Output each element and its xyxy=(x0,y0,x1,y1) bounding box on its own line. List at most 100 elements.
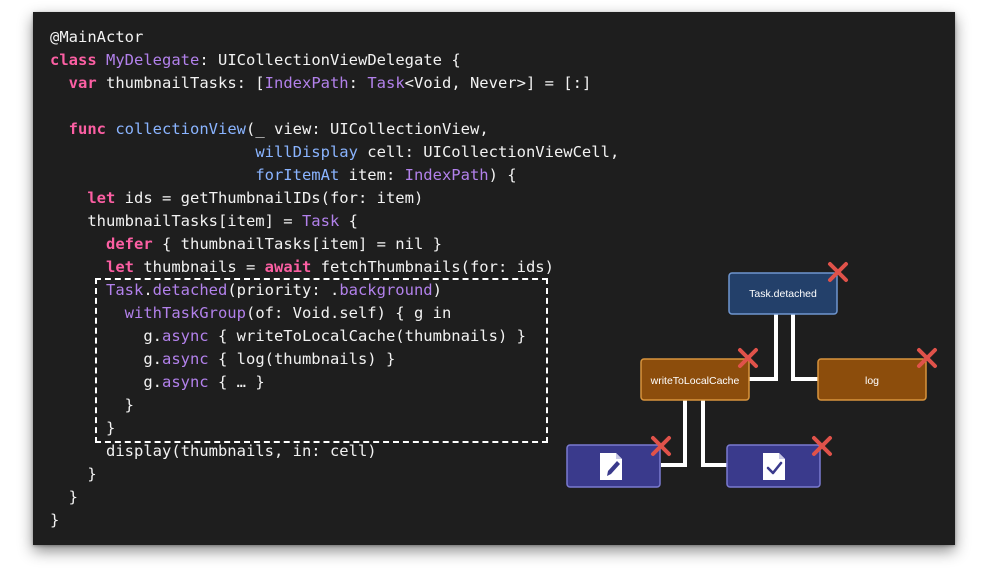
type-name: IndexPath xyxy=(404,166,489,184)
text: item: xyxy=(339,166,405,184)
code-line-17: } xyxy=(50,394,134,417)
log-label: log xyxy=(865,375,879,387)
code-line-13: withTaskGroup(of: Void.self) { g in xyxy=(50,302,452,325)
text: : xyxy=(199,51,219,69)
text: cell: xyxy=(357,143,424,161)
code-line-10: defer { thumbnailTasks[item] = nil } xyxy=(50,233,442,256)
text: } xyxy=(50,511,60,529)
text: ) xyxy=(432,281,442,299)
method-name: async xyxy=(161,327,209,345)
text: . xyxy=(143,281,153,299)
slide: @MainActor class MyDelegate: UICollectio… xyxy=(33,12,955,545)
code-line-21: } xyxy=(50,486,78,509)
text: , xyxy=(479,120,489,138)
type-name: Task xyxy=(106,281,144,299)
code-line-3: var thumbnailTasks: [IndexPath: Task<Voi… xyxy=(50,72,592,95)
code-line-1: @MainActor xyxy=(50,26,143,49)
protocol-name: UICollectionViewDelegate xyxy=(218,51,442,69)
code-line-15: g.async { log(thumbnails) } xyxy=(50,348,395,371)
class-name: MyDelegate xyxy=(106,51,200,69)
argument-label: willDisplay xyxy=(255,143,358,161)
leaf-node-checkmark-document xyxy=(726,444,821,488)
cancel-x-icon xyxy=(828,262,848,282)
task-detached-node: Task.detached xyxy=(728,272,838,315)
write-to-local-cache-node-box xyxy=(640,358,750,401)
method-name: detached xyxy=(152,281,228,299)
text: } xyxy=(50,465,97,483)
text: ids = getThumbnailIDs(for: item) xyxy=(115,189,424,207)
cancel-x-icon xyxy=(738,348,758,368)
keyword: var xyxy=(68,74,97,92)
detached-task-highlight-box xyxy=(95,278,548,443)
function-name: withTaskGroup xyxy=(124,304,246,322)
text: thumbnailTasks[item] = xyxy=(50,212,302,230)
text: { writeToLocalCache(thumbnails) } xyxy=(208,327,526,345)
code-line-19: display(thumbnails, in: cell) xyxy=(50,440,377,463)
argument-label: forItemAt xyxy=(255,166,340,184)
keyword: let xyxy=(87,189,116,207)
text: , xyxy=(609,143,620,161)
connector-write-leaf1 xyxy=(661,400,687,467)
text: thumbnailTasks: [ xyxy=(96,74,265,92)
type-name: UICollectionView xyxy=(330,120,480,138)
text: g. xyxy=(50,327,162,345)
enum-case: background xyxy=(339,281,433,299)
type-name: Task xyxy=(301,212,340,230)
keyword: func xyxy=(68,120,106,138)
keyword: defer xyxy=(106,235,153,253)
text: thumbnails = xyxy=(134,258,265,276)
task-detached-label: Task.detached xyxy=(749,288,817,300)
type-name: IndexPath xyxy=(264,74,349,92)
code-line-22: } xyxy=(50,509,59,532)
code-line-18: } xyxy=(50,417,115,440)
connector-detached-log xyxy=(791,312,819,381)
text: <Void, Never>] = [:] xyxy=(404,74,592,92)
cancel-x-icon xyxy=(651,436,671,456)
keyword: let xyxy=(106,258,134,276)
text: : xyxy=(348,74,368,92)
type-name: UICollectionViewCell xyxy=(423,143,610,161)
write-to-local-cache-label: writeToLocalCache xyxy=(650,375,740,387)
code-line-8: let ids = getThumbnailIDs(for: item) xyxy=(50,187,423,210)
task-tree-diagram: Task.detached writeToLocalCache log xyxy=(566,262,937,488)
code-line-7: forItemAt item: IndexPath) { xyxy=(50,164,517,187)
code-line-11: let thumbnails = await fetchThumbnails(f… xyxy=(50,256,554,279)
text: { xyxy=(441,51,461,69)
code-line-6: willDisplay cell: UICollectionViewCell, xyxy=(50,141,619,164)
connector-lines xyxy=(661,312,819,467)
code-line-20: } xyxy=(50,463,97,486)
attribute-mainactor: @MainActor xyxy=(50,28,144,46)
keyword: class xyxy=(50,51,97,69)
text: (of: Void.self) { g in xyxy=(245,304,452,322)
text: fetchThumbnails(for: ids) xyxy=(311,258,554,276)
task-detached-node-box xyxy=(728,272,838,315)
checkmark-document-icon xyxy=(763,453,785,480)
text: g. xyxy=(50,373,162,391)
text: ) { xyxy=(488,166,517,184)
log-node: log xyxy=(817,358,927,401)
pencil-document-icon xyxy=(600,453,622,480)
cancel-x-icon xyxy=(917,348,937,368)
text: } xyxy=(50,419,116,437)
keyword: await xyxy=(264,258,312,276)
text: { log(thumbnails) } xyxy=(208,350,396,368)
text: (_ view: xyxy=(246,120,330,138)
text: display(thumbnails, in: cell) xyxy=(50,442,377,460)
text: (priority: . xyxy=(227,281,340,299)
connector-detached-write xyxy=(748,312,778,381)
log-node-box xyxy=(817,358,927,401)
method-name: collectionView xyxy=(115,120,246,138)
code-line-9: thumbnailTasks[item] = Task { xyxy=(50,210,358,233)
text: g. xyxy=(50,350,162,368)
text: } xyxy=(50,396,134,414)
leaf-node-pencil-document xyxy=(566,444,661,488)
code-line-16: g.async { … } xyxy=(50,371,265,394)
method-name: async xyxy=(161,350,209,368)
text: } xyxy=(50,488,78,506)
method-name: async xyxy=(161,373,209,391)
code-line-12: Task.detached(priority: .background) xyxy=(50,279,442,302)
write-to-local-cache-node: writeToLocalCache xyxy=(640,358,750,401)
connector-write-leaf2 xyxy=(701,400,727,467)
code-line-14: g.async { writeToLocalCache(thumbnails) … xyxy=(50,325,526,348)
text: { … } xyxy=(208,373,265,391)
